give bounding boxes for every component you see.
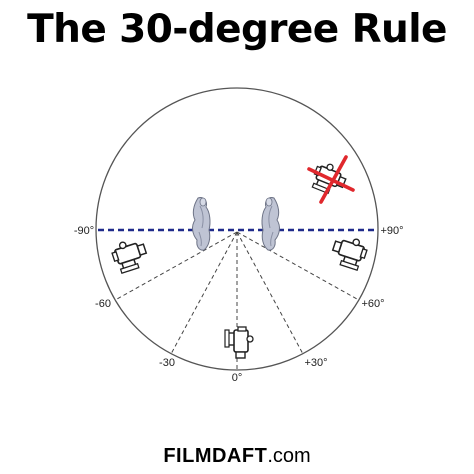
angle-label-minus-60: -60 bbox=[95, 298, 111, 310]
actor-left bbox=[192, 197, 211, 251]
actor-right bbox=[261, 197, 280, 251]
guide-minus-30 bbox=[170, 231, 238, 355]
logo-daft: DAFT bbox=[211, 445, 268, 467]
crossed-camera bbox=[307, 155, 355, 204]
guide-plus-30 bbox=[236, 231, 304, 355]
guide-plus-60 bbox=[236, 231, 358, 300]
angle-label-plus-60: +60° bbox=[361, 298, 384, 310]
guide-minus-60 bbox=[116, 231, 238, 300]
logo-domain: .com bbox=[267, 445, 311, 467]
camera-left bbox=[108, 235, 151, 276]
angle-label-plus-90: +90° bbox=[380, 225, 403, 237]
circle bbox=[95, 87, 379, 371]
logo-film: FILM bbox=[163, 445, 212, 467]
red-x-icon bbox=[307, 155, 355, 204]
angle-label-minus-90: -90° bbox=[74, 225, 94, 237]
filmdaft-logo: FILMDAFT.com bbox=[0, 444, 474, 468]
camera-right bbox=[328, 232, 371, 273]
angle-label-plus-30: +30° bbox=[304, 357, 327, 369]
angle-label-zero: 0° bbox=[232, 372, 243, 384]
camera-bottom bbox=[224, 326, 254, 359]
angle-label-minus-30: -30 bbox=[159, 357, 175, 369]
diagram-title: The 30-degree Rule bbox=[27, 7, 447, 52]
